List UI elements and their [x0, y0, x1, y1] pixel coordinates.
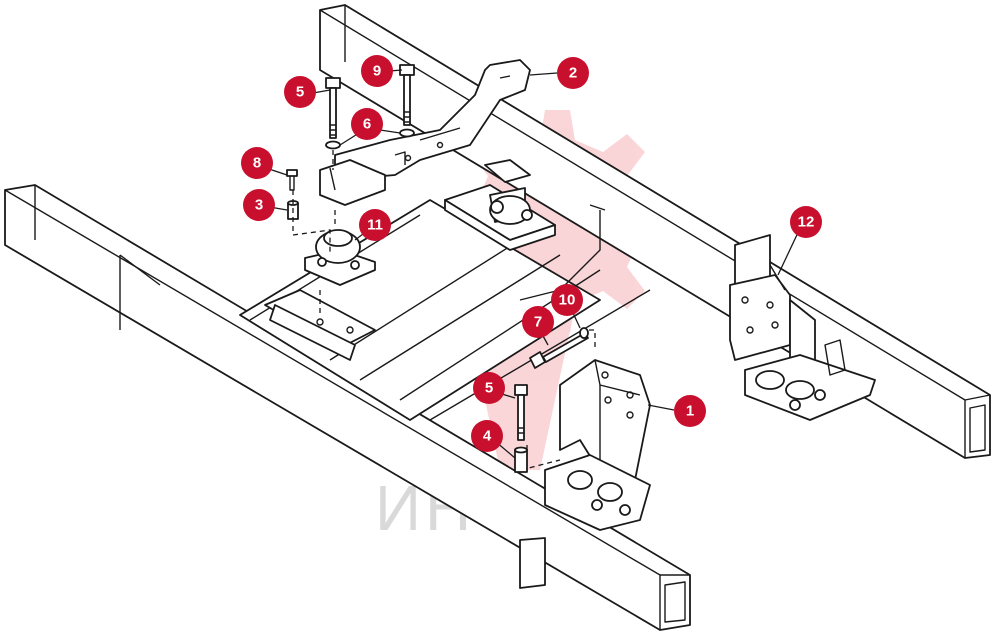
svg-text:10: 10	[559, 292, 576, 309]
upper-cap-bracket	[319, 159, 386, 206]
svg-text:6: 6	[363, 116, 371, 133]
right-lower-mount-base	[744, 339, 876, 421]
part-10-nut	[579, 327, 589, 339]
callout-10: 10	[551, 284, 583, 316]
part-5-bolt-upper	[325, 77, 341, 139]
lower-post	[519, 537, 546, 589]
svg-text:5: 5	[485, 380, 493, 397]
callout-12: 12	[790, 206, 822, 238]
callout-3: 3	[243, 189, 275, 221]
front-frame-rail	[4, 184, 691, 631]
front-mount-plate	[264, 289, 376, 361]
part-5-bolt-lower	[514, 384, 528, 441]
callout-5-lower: 5	[473, 372, 505, 404]
lower-mount-base	[544, 454, 651, 531]
svg-text:5: 5	[296, 84, 304, 101]
svg-text:11: 11	[367, 217, 383, 234]
part-4-sleeve	[514, 446, 528, 473]
callout-1: 1	[674, 395, 706, 427]
svg-text:9: 9	[373, 63, 381, 80]
rear-mount-plate	[444, 159, 556, 251]
svg-text:8: 8	[253, 155, 261, 172]
callout-11: 11	[359, 209, 391, 241]
callout-4: 4	[471, 420, 503, 452]
callout-2: 2	[557, 57, 589, 89]
svg-text:4: 4	[483, 428, 492, 445]
callout-7: 7	[522, 306, 554, 338]
svg-text:12: 12	[798, 214, 815, 231]
svg-text:7: 7	[534, 314, 542, 331]
callout-5-upper: 5	[284, 76, 316, 108]
callout-8: 8	[241, 147, 273, 179]
callout-9: 9	[361, 55, 393, 87]
part-11-engine-mount	[304, 229, 376, 286]
callout-6: 6	[351, 108, 383, 140]
part-7-horizontal-bolt	[529, 332, 589, 369]
part-1-mount-bracket	[559, 359, 651, 481]
callout-layer: 1 2 3 4 5 5 6 7 8 9 10 11 12	[241, 55, 822, 452]
svg-text:3: 3	[255, 197, 263, 214]
svg-text:1: 1	[686, 403, 694, 420]
part-8-small-bolt	[286, 169, 298, 191]
svg-text:2: 2	[569, 65, 577, 82]
